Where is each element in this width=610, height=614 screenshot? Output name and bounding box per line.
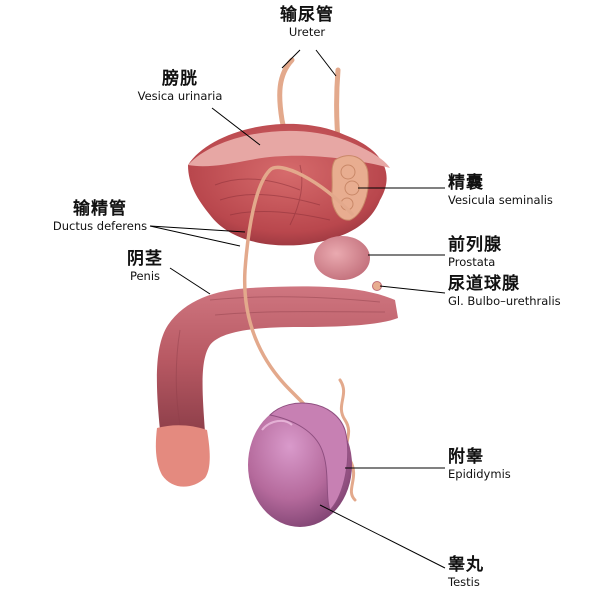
leader-ureter-left: [281, 49, 301, 69]
leader-lines: [149, 49, 446, 569]
label-testis-la: Testis: [448, 574, 480, 589]
label-prostate-la: Prostata: [448, 254, 496, 269]
label-prostate-cn: 前列腺: [448, 235, 502, 255]
epididymis-shape: [268, 402, 349, 511]
label-bulbourethral-gland-la: Gl. Bulbo–urethralis: [448, 293, 561, 308]
leader-vas-upper: [149, 225, 246, 233]
label-epididymis-la: Epididymis: [448, 466, 511, 481]
leader-bladder: [211, 107, 261, 146]
label-ductus-deferens-la: Ductus deferens: [52, 218, 148, 233]
label-ductus-deferens: 输精管 Ductus deferens: [50, 199, 150, 233]
leader-bulbourethral: [379, 285, 446, 294]
label-bulbourethral-gland-cn: 尿道球腺: [448, 274, 520, 294]
label-bulbourethral-gland: 尿道球腺 Gl. Bulbo–urethralis: [448, 274, 561, 308]
label-testis: 睾丸 Testis: [448, 555, 484, 589]
label-penis: 阴茎 Penis: [115, 249, 175, 283]
prostate-shape: [314, 236, 370, 280]
label-penis-la: Penis: [129, 268, 161, 283]
penis-shaft: [156, 286, 398, 432]
label-prostate: 前列腺 Prostata: [448, 235, 502, 269]
label-testis-cn: 睾丸: [448, 555, 484, 575]
label-ureter-cn: 输尿管: [280, 5, 334, 25]
label-seminal-vesicle-la: Vesicula seminalis: [448, 192, 553, 207]
glans-shape: [155, 425, 210, 487]
label-ureter-la: Ureter: [288, 24, 326, 39]
label-seminal-vesicle-cn: 精囊: [448, 173, 484, 193]
label-epididymis: 附睾 Epididymis: [448, 447, 511, 481]
ductus-deferens-path: [242, 165, 354, 442]
leader-testis: [319, 504, 446, 569]
bladder-folds: [214, 164, 331, 226]
bladder-rim: [188, 130, 390, 168]
label-bladder: 膀胱 Vesica urinaria: [130, 69, 230, 103]
label-penis-cn: 阴茎: [127, 249, 163, 269]
label-seminal-vesicle: 精囊 Vesicula seminalis: [448, 173, 553, 207]
label-bladder-la: Vesica urinaria: [137, 88, 223, 103]
label-bladder-cn: 膀胱: [162, 69, 198, 89]
leader-ureter-right: [315, 49, 337, 77]
penis-texture: [175, 296, 386, 426]
leader-vas-lower: [149, 225, 241, 247]
leader-penis: [169, 267, 211, 295]
label-ductus-deferens-cn: 输精管: [73, 199, 127, 219]
testis-highlight: [261, 419, 293, 431]
label-ureter: 输尿管 Ureter: [262, 5, 352, 39]
label-epididymis-cn: 附睾: [448, 447, 484, 467]
